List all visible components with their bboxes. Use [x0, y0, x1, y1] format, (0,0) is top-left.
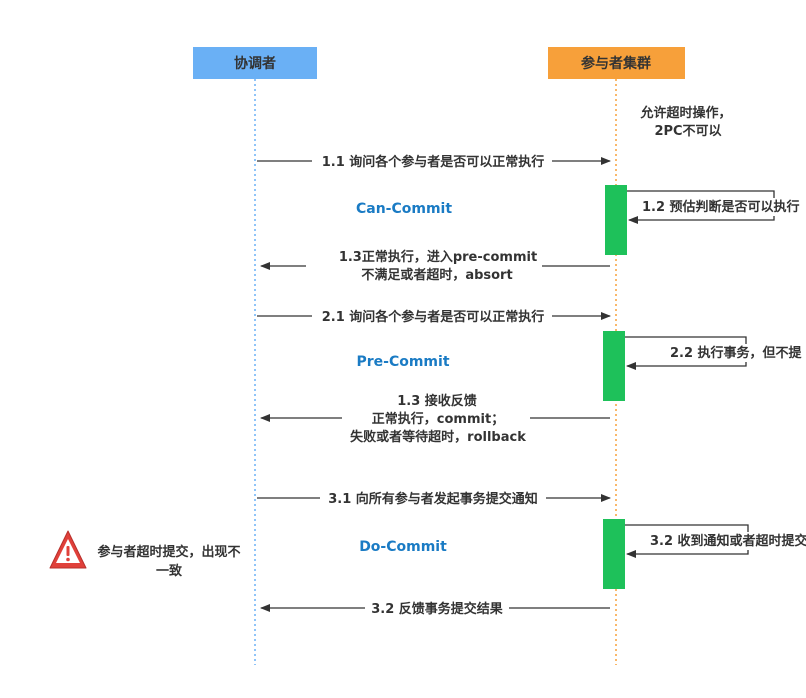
message-1-3-line-2: 不满足或者超时，absort: [361, 267, 512, 283]
message-1-3-line-1: 1.3正常执行，进入pre-commit: [339, 249, 537, 265]
activation-bar-can-commit: [605, 185, 627, 255]
message-2-2: 2.2 执行事务，但不提: [670, 345, 803, 361]
message-2-1: 2.1 询问各个参与者是否可以正常执行: [322, 309, 545, 325]
message-1-1: 1.1 询问各个参与者是否可以正常执行: [322, 154, 545, 170]
message-3-1: 3.1 向所有参与者发起事务提交通知: [328, 491, 538, 507]
message-2-3-line-1: 1.3 接收反馈: [397, 393, 477, 409]
message-3-2b: 3.2 反馈事务提交结果: [371, 601, 503, 617]
phase-do-commit: Do-Commit: [359, 539, 447, 555]
phase-pre-commit: Pre-Commit: [356, 354, 449, 370]
message-2-3-line-2: 正常执行，commit；: [372, 411, 504, 427]
activation-bar-pre-commit: [603, 331, 625, 401]
message-1-2: 1.2 预估判断是否可以执行: [642, 199, 800, 215]
activation-bar-do-commit: [603, 519, 625, 589]
warning-triangle-icon: [49, 530, 87, 569]
participants-header: [548, 47, 685, 79]
coordinator-header: [193, 47, 317, 79]
coordinator-header-label: 协调者: [234, 55, 276, 72]
message-3-2a: 3.2 收到通知或者超时提交: [650, 533, 806, 549]
participants-header-label: 参与者集群: [581, 55, 651, 72]
warning-text-line-2: 一致: [156, 563, 183, 579]
phase-can-commit: Can-Commit: [356, 201, 452, 217]
warning-text-line-1: 参与者超时提交，出现不: [97, 544, 240, 560]
note-line-1: 允许超时操作，: [639, 105, 731, 121]
message-2-3-line-3: 失败或者等待超时，rollback: [350, 429, 526, 445]
note-line-2: 2PC不可以: [654, 124, 721, 139]
